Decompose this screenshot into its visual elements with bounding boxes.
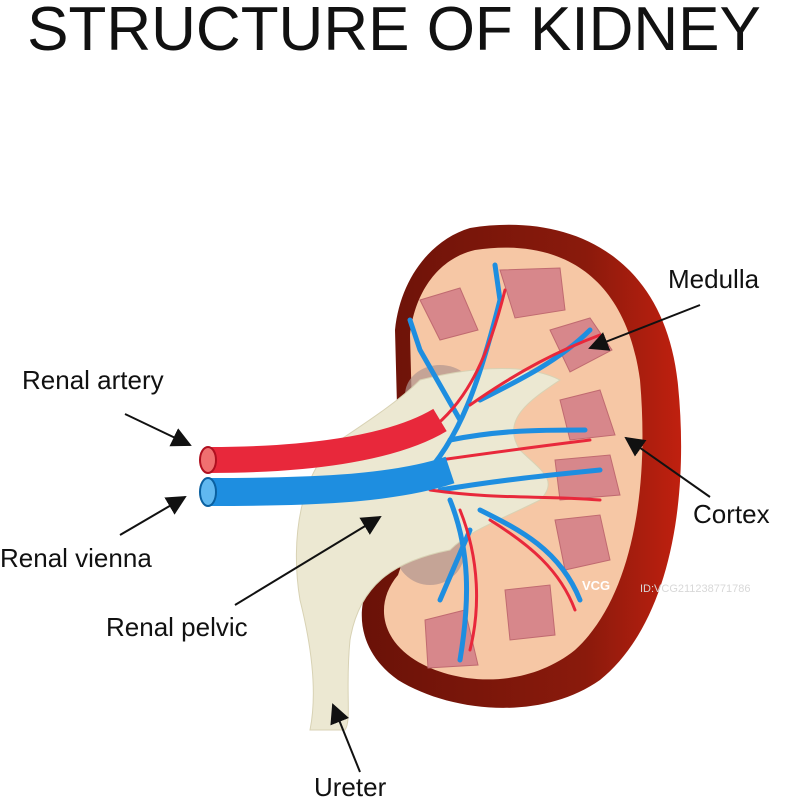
renal-vein-branches — [407, 262, 603, 663]
renal-artery-branches — [428, 288, 602, 652]
renal-artery — [209, 408, 447, 473]
label-renal-vienna: Renal vienna — [0, 543, 152, 573]
renal-vein — [209, 456, 455, 506]
label-cortex: Cortex — [693, 499, 770, 529]
label-ureter: Ureter — [314, 772, 387, 802]
label-medulla: Medulla — [668, 264, 760, 294]
label-arrows — [119, 304, 711, 773]
diagram-title: STRUCTURE OF KIDNEY — [27, 0, 761, 64]
label-renal-artery: Renal artery — [22, 365, 164, 395]
label-renal-pelvic: Renal pelvic — [106, 612, 248, 642]
watermark-id: ID:VCG211238771786 — [640, 583, 751, 595]
medulla-pyramids — [419, 267, 621, 669]
watermark-logo: VCG — [582, 578, 611, 593]
